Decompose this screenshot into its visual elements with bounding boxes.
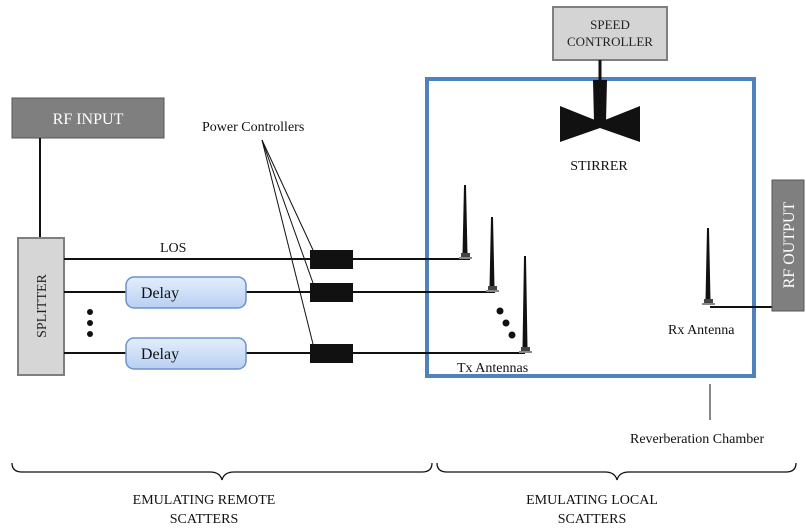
stirrer-label: STIRRER [570, 159, 628, 174]
tx-antennas-label: Tx Antennas [457, 361, 528, 376]
rf-input-box [11, 97, 165, 139]
local-scatters-brace [436, 462, 797, 481]
local-scatters-label-line1: EMULATING LOCAL [526, 493, 658, 508]
reverberation-chamber-box [425, 77, 756, 378]
delay-block-2-label: Delay [141, 346, 179, 363]
rf-output-label: RF OUTPUT [781, 201, 798, 288]
speed-controller-box [552, 6, 668, 61]
remote-scatters-label-line2: SCATTERS [170, 512, 238, 527]
local-scatters-label-line2: SCATTERS [558, 512, 626, 527]
power-controllers-pointer-lines [261, 139, 314, 345]
power-controller-2 [310, 283, 353, 302]
los-label: LOS [160, 241, 186, 256]
delay-block-2 [125, 337, 247, 370]
power-controllers-label: Power Controllers [202, 120, 304, 135]
delay-block-1-label: Delay [141, 285, 179, 302]
more-paths-ellipsis-left [87, 309, 93, 337]
rx-antenna-icon [702, 228, 715, 305]
rf-output-box [771, 179, 805, 312]
power-controller-1 [310, 250, 353, 269]
power-controller-3 [310, 344, 353, 363]
speed-controller-label-line1: SPEED [590, 17, 630, 32]
stirrer-icon [560, 80, 640, 142]
remote-scatters-brace [11, 462, 433, 481]
more-antennas-ellipsis [496, 307, 516, 339]
speed-controller-label-line2: CONTROLLER [567, 34, 653, 49]
splitter-box [17, 237, 65, 376]
rx-antenna-label: Rx Antenna [668, 323, 735, 338]
rf-input-label: RF INPUT [53, 111, 124, 128]
tx-antenna-2-icon [486, 217, 499, 292]
splitter-label: SPLITTER [35, 273, 50, 337]
remote-scatters-label-line1: EMULATING REMOTE [133, 493, 276, 508]
tx-antenna-1-icon [459, 185, 472, 259]
reverberation-chamber-label: Reverberation Chamber [630, 432, 764, 447]
tx-antenna-3-icon [519, 256, 532, 353]
delay-block-1 [125, 276, 247, 309]
